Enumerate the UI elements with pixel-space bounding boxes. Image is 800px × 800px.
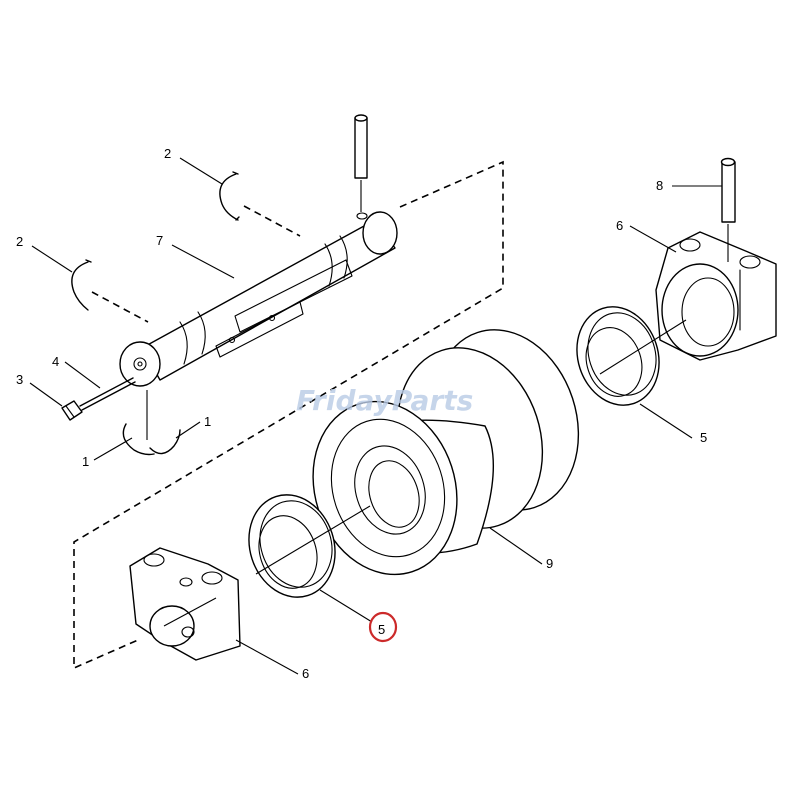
axis-line-right [599,319,687,375]
callout-8: 8 [656,178,663,193]
seal-part-5-right [576,306,660,406]
callout-5-left: 5 [378,622,385,637]
pin-top-right [720,157,736,262]
callout-3: 3 [16,372,23,387]
callout-1-right: 1 [204,414,211,429]
callout-6-right: 6 [616,218,623,233]
rod-part-4 [79,377,136,411]
callout-6-left: 6 [302,666,309,681]
shaft-part-7 [119,211,398,387]
highlight-circle [368,611,398,643]
axis-line-left [255,505,371,575]
watermark-logo: FridayParts [296,384,473,417]
callout-5-right: 5 [700,430,707,445]
seal-part-5-left [248,494,336,598]
plug-part-3 [61,400,83,421]
ring-part-1 [122,390,181,456]
ring-part-2-upper [219,171,240,221]
axis-line-collar [163,597,217,627]
callout-2-lower: 2 [16,234,23,249]
callout-4: 4 [52,354,59,369]
ring-connector-line-2 [91,291,149,323]
roller-part-9 [312,329,580,576]
callout-9: 9 [546,556,553,571]
collar-part-6-right [655,231,777,361]
callout-7: 7 [156,233,163,248]
collar-part-6-left [129,547,241,661]
ring-part-2-lower [71,259,92,311]
callout-1-left: 1 [82,454,89,469]
ring-connector-line [243,205,301,237]
callout-2-upper: 2 [164,146,171,161]
pin-top-left [354,114,368,212]
leader-lines [29,157,722,675]
